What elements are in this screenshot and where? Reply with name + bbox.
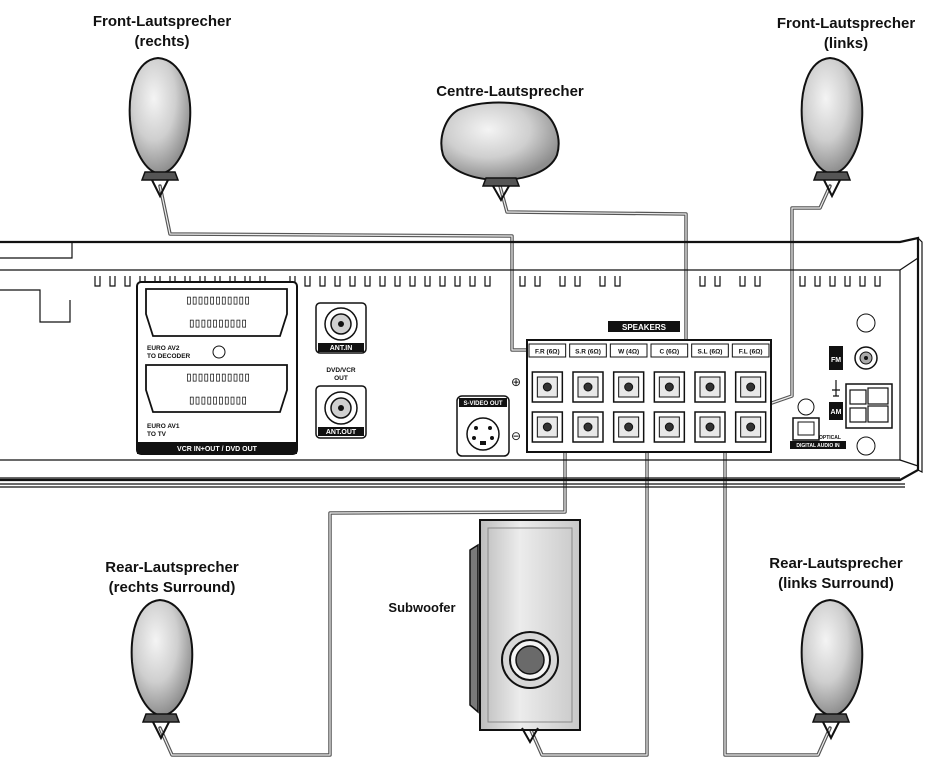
ant-in-label: ANT.IN xyxy=(330,345,353,352)
optical-label: OPTICAL xyxy=(819,435,841,441)
ant-out-label: ANT.OUT xyxy=(326,429,357,436)
to-decoder-label: TO DECODER xyxy=(147,353,191,360)
rear-right-label-line2: (rechts Surround) xyxy=(109,579,236,596)
speakers-title: SPEAKERS xyxy=(622,323,667,332)
subwoofer-label: Subwoofer xyxy=(388,600,455,615)
svg-text:▯▯▯▯▯▯▯▯▯▯: ▯▯▯▯▯▯▯▯▯▯ xyxy=(188,393,246,408)
scart-connectors: ▯▯▯▯▯▯▯▯▯▯▯ ▯▯▯▯▯▯▯▯▯▯ EURO AV2 TO DECOD… xyxy=(136,281,298,455)
fm-label: FM xyxy=(831,357,841,364)
rear-right-speaker xyxy=(130,598,194,741)
front-right-label-line2: (rechts) xyxy=(134,33,189,50)
s-video-label: S-VIDEO OUT xyxy=(463,401,502,407)
tuner-and-optical-connectors: FM AM OPTICAL DIGITAL AUDIO IN xyxy=(790,313,893,456)
euro-av1-label: EURO AV1 xyxy=(147,423,180,430)
plus-sign: ⊕ xyxy=(511,375,521,389)
cable-rear-right xyxy=(158,406,567,757)
terminal-column: F.L (6Ω) xyxy=(731,343,770,443)
terminal-hole xyxy=(746,422,756,432)
terminal-hole xyxy=(542,422,552,432)
antenna-connectors: ANT.IN DVD/VCR OUT ANT.OUT xyxy=(315,302,367,439)
rear-left-label-line2: (links Surround) xyxy=(778,575,894,592)
cable-subwoofer xyxy=(528,418,649,757)
terminal-hole xyxy=(664,422,674,432)
receiver-rear-panel: ▯▯▯▯▯▯▯▯▯▯▯ ▯▯▯▯▯▯▯▯▯▯ EURO AV2 TO DECOD… xyxy=(0,236,923,488)
front-left-label-line2: (links) xyxy=(824,35,868,52)
terminal-columns: F.R (6Ω) S.R (6Ω) W (4Ω) C (6Ω) S.L (6Ω) F.L … xyxy=(528,343,770,443)
terminal-hole xyxy=(624,382,634,392)
terminal-hole xyxy=(542,382,552,392)
terminal-label: F.R (6Ω) xyxy=(535,349,560,356)
terminal-column: W (4Ω) xyxy=(609,343,648,443)
am-label: AM xyxy=(831,409,842,416)
terminal-column: S.R (6Ω) xyxy=(569,343,607,443)
cable-rear-left xyxy=(723,406,832,757)
terminal-label: C (6Ω) xyxy=(660,349,680,356)
terminal-label: W (4Ω) xyxy=(618,349,639,356)
speaker-labels: Front-Lautsprecher (rechts) Front-Lautsp… xyxy=(93,13,916,615)
terminal-header xyxy=(609,343,648,358)
cable-centre xyxy=(498,184,688,407)
front-left-speaker xyxy=(800,56,864,199)
cable-front-left xyxy=(764,184,832,407)
minus-sign: ⊖ xyxy=(511,429,521,443)
digital-audio-in-label: DIGITAL AUDIO IN xyxy=(796,443,840,449)
front-right-label-line1: Front-Lautsprecher xyxy=(93,13,232,30)
terminal-hole xyxy=(583,422,593,432)
terminal-label: S.R (6Ω) xyxy=(575,349,601,356)
terminal-label: S.L (6Ω) xyxy=(698,349,723,356)
front-left-label-line1: Front-Lautsprecher xyxy=(777,15,916,32)
terminal-hole xyxy=(705,382,715,392)
svg-text:▯▯▯▯▯▯▯▯▯▯▯: ▯▯▯▯▯▯▯▯▯▯▯ xyxy=(185,293,249,308)
dvd-vcr-label: DVD/VCR xyxy=(326,367,356,374)
terminal-column: F.R (6Ω) xyxy=(528,343,567,443)
terminal-hole xyxy=(583,382,593,392)
terminal-header xyxy=(650,343,689,358)
subwoofer xyxy=(469,519,581,745)
terminal-header xyxy=(731,343,770,358)
terminal-header xyxy=(569,343,607,358)
svg-text:▯▯▯▯▯▯▯▯▯▯: ▯▯▯▯▯▯▯▯▯▯ xyxy=(188,316,246,331)
rear-left-label-line1: Rear-Lautsprecher xyxy=(769,555,903,572)
centre-speaker xyxy=(440,101,560,203)
terminal-column: C (6Ω) xyxy=(650,343,689,443)
out-label: OUT xyxy=(334,375,348,382)
terminal-hole xyxy=(746,382,756,392)
terminal-header xyxy=(691,343,729,358)
front-right-speaker xyxy=(128,56,192,199)
terminal-column: S.L (6Ω) xyxy=(691,343,729,443)
centre-label: Centre-Lautsprecher xyxy=(436,83,584,100)
terminal-hole xyxy=(624,422,634,432)
to-tv-label: TO TV xyxy=(147,431,167,438)
terminal-hole xyxy=(664,382,674,392)
terminal-hole xyxy=(705,422,715,432)
speaker-terminal-block: SPEAKERS ⊕ ⊖ F.R (6Ω) S.R (6Ω) W (4Ω) C (6Ω… xyxy=(511,321,772,453)
terminal-header xyxy=(528,343,567,358)
vcr-in-out-label: VCR IN+OUT / DVD OUT xyxy=(177,446,258,453)
terminal-label: F.L (6Ω) xyxy=(739,349,763,356)
rear-left-speaker xyxy=(800,598,864,741)
s-video-connector: S-VIDEO OUT xyxy=(456,395,510,457)
euro-av2-label: EURO AV2 xyxy=(147,345,180,352)
rear-right-label-line1: Rear-Lautsprecher xyxy=(105,559,239,576)
svg-text:▯▯▯▯▯▯▯▯▯▯▯: ▯▯▯▯▯▯▯▯▯▯▯ xyxy=(185,370,249,385)
